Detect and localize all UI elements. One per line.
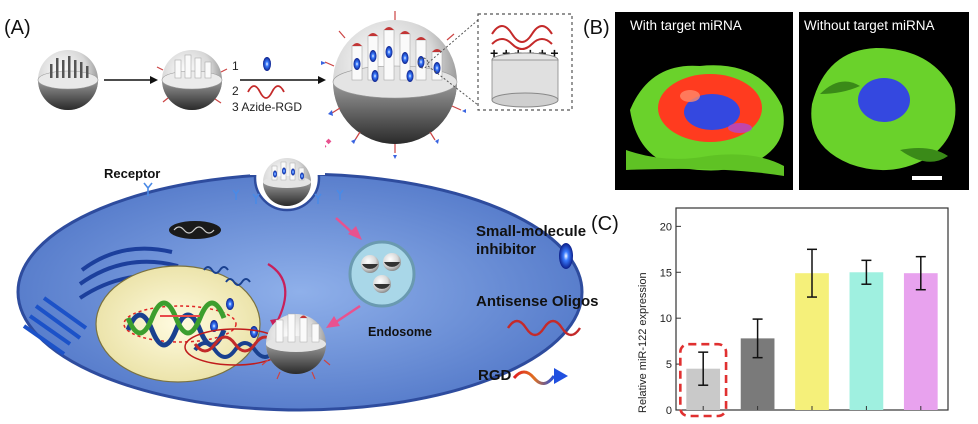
svg-text:1: 1 xyxy=(232,59,239,73)
panel-c: (C) Relative miR-122 expression 0 5 10 15 20 xyxy=(591,207,949,418)
nanoparticle-releasing xyxy=(261,313,331,380)
pore-zoom-inset: + + + + + + xyxy=(417,13,573,111)
cytoskeleton xyxy=(22,296,88,356)
released-cargo xyxy=(184,263,287,366)
nanoparticle-porous xyxy=(156,50,228,110)
y-tick-label-3: 15 xyxy=(660,267,672,279)
y-tick-label-1: 5 xyxy=(666,359,672,371)
micrograph-without-target: Without target miRNA xyxy=(799,12,969,190)
y-tick-label-0: 0 xyxy=(666,405,672,417)
scale-bar xyxy=(912,176,942,180)
micrograph-right-title: Without target miRNA xyxy=(804,18,935,33)
receptor-label: Receptor xyxy=(104,166,160,181)
legend-oligo-label: Antisense Oligos xyxy=(476,293,599,310)
panel-a: (A) xyxy=(4,11,584,412)
endosome-label: Endosome xyxy=(368,325,432,339)
bar-3 xyxy=(849,272,884,410)
legend-inhibitor-label-1: Small-molecule xyxy=(476,223,586,240)
legend: Small-molecule inhibitor Antisense Oligo… xyxy=(476,223,599,385)
panel-b: (B) With target miRNA Without target miR… xyxy=(583,12,969,190)
trafficking-arrows xyxy=(326,217,362,328)
y-tick-label-2: 10 xyxy=(660,313,672,325)
reagent-steps: 1 2 3 Azide-RGD xyxy=(232,57,326,114)
micrograph-left-title: With target miRNA xyxy=(630,18,742,33)
inhibitor-icon xyxy=(263,57,271,71)
endosome xyxy=(348,240,416,308)
panel-c-label: (C) xyxy=(591,213,619,235)
legend-inhibitor-label-2: inhibitor xyxy=(476,241,536,258)
legend-rgd-label: RGD xyxy=(478,367,512,384)
nanoparticle-bare xyxy=(37,50,99,110)
nanoparticle-entering xyxy=(263,158,311,206)
highlight-box xyxy=(679,342,728,418)
bar-chart-plot: 0 5 10 15 20 xyxy=(660,207,949,418)
y-axis-label: Relative miR-122 expression xyxy=(637,272,649,413)
bar-4 xyxy=(903,273,938,410)
nanoparticle-loaded xyxy=(321,11,466,159)
mitochondrion xyxy=(169,221,221,239)
receptors xyxy=(143,182,344,204)
panel-a-label: (A) xyxy=(4,17,31,39)
svg-text:3 Azide-RGD: 3 Azide-RGD xyxy=(232,100,302,114)
rgd-arrow-icon xyxy=(512,370,556,385)
blue-capsule-icon xyxy=(559,243,573,269)
micrograph-with-target: With target miRNA xyxy=(615,12,793,190)
red-wave-icon xyxy=(506,319,582,337)
svg-text:2: 2 xyxy=(232,84,239,98)
y-tick-label-4: 20 xyxy=(660,221,672,233)
panel-b-label: (B) xyxy=(583,17,610,39)
oligo-icon xyxy=(247,85,285,99)
